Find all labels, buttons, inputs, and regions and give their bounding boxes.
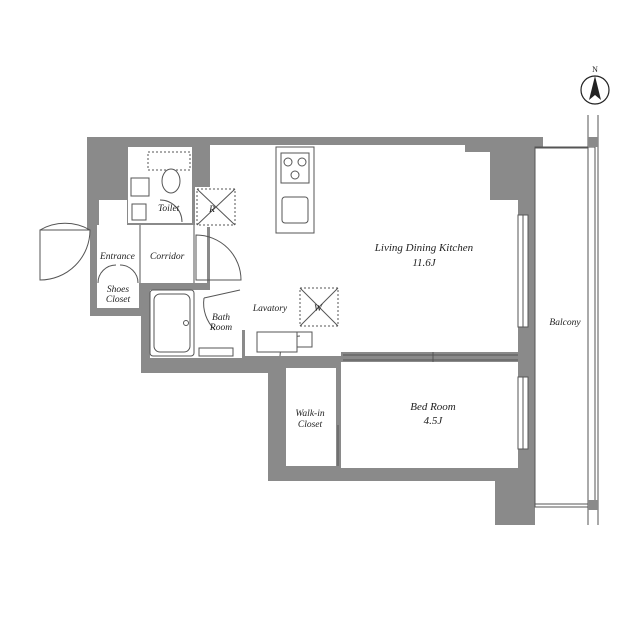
north-arrow-icon: N: [580, 65, 610, 105]
washer-label: W: [314, 304, 323, 314]
balcony-label: Balcony: [549, 318, 581, 328]
partitions: [139, 225, 518, 466]
walkin-closet-label-2: Closet: [298, 420, 323, 430]
north-label: N: [592, 65, 598, 74]
walkin-closet-label-1: Walk-in: [295, 409, 324, 419]
toilet-label: Toilet: [158, 204, 180, 214]
doors: [39, 199, 301, 357]
bath-label-2: Room: [209, 323, 232, 333]
corridor-label: Corridor: [150, 252, 185, 262]
entrance-label: Entrance: [99, 252, 135, 262]
refrigerator-label: R: [208, 205, 215, 215]
shoes-closet-label-1: Shoes: [107, 285, 129, 295]
windows: [517, 214, 529, 450]
sink-icon: [281, 196, 309, 224]
washer-space: [299, 287, 339, 327]
bedroom-size: 4.5J: [424, 415, 444, 427]
lavatory-basin: [256, 331, 313, 353]
ldk-label: Living Dining Kitchen: [374, 242, 474, 254]
bath-label-1: Bath: [212, 313, 230, 323]
ldk-size: 11.6J: [412, 257, 436, 269]
stove-icon: [280, 152, 310, 184]
shoes-closet-label-2: Closet: [106, 295, 131, 305]
balcony: [534, 115, 599, 525]
bathtub-icon: [149, 289, 234, 357]
toilet-icon: [130, 151, 191, 221]
lavatory-label: Lavatory: [252, 304, 288, 314]
refrigerator-space: [196, 188, 236, 226]
bedroom-label: Bed Room: [410, 401, 456, 413]
